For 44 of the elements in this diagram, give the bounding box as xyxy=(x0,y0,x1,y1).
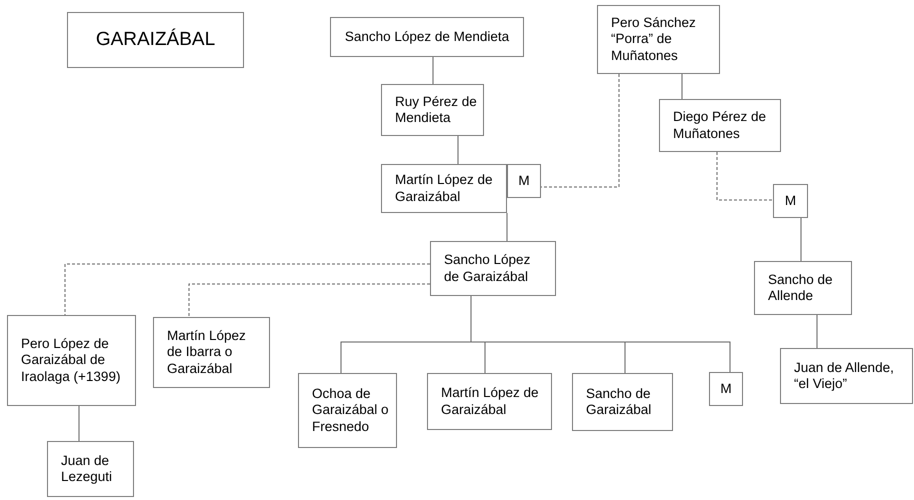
title-box xyxy=(67,12,244,68)
person-box xyxy=(572,373,673,431)
connector-line xyxy=(64,264,430,316)
person-box xyxy=(298,373,397,448)
person-name: Sancho López de Garaizábal xyxy=(444,252,532,285)
person-box xyxy=(597,5,720,74)
person-name: M xyxy=(720,380,732,398)
connector-line xyxy=(188,284,430,318)
person-box xyxy=(47,441,134,497)
person-box xyxy=(381,164,507,213)
person-name: Ochoa de Garaizábal o Fresnedo xyxy=(312,386,390,435)
person-name: M xyxy=(784,192,796,210)
person-name: Martín López de Garaizábal xyxy=(395,172,494,205)
connector-line xyxy=(432,56,434,84)
connector-line xyxy=(78,406,80,442)
person-name: Pero Sánchez “Porra” de Muñatones xyxy=(611,15,697,64)
person-name: Juan de Lezeguti xyxy=(61,452,114,486)
person-name: Ruy Pérez de Mendieta xyxy=(395,94,477,126)
marriage-box xyxy=(773,184,808,218)
person-box xyxy=(330,17,524,57)
person-box xyxy=(754,261,852,315)
connector-line xyxy=(506,212,508,242)
person-name: Sancho de Allende xyxy=(768,272,834,304)
person-name: Pero López de Garaizábal de Iraolaga (+1399) xyxy=(21,336,122,385)
person-name: M xyxy=(518,172,530,190)
title-text: GARAIZÁBAL xyxy=(96,28,216,52)
person-box xyxy=(7,315,136,406)
person-name: Diego Pérez de Muñatones xyxy=(673,109,768,142)
connector-line xyxy=(800,218,802,262)
person-name: Sancho López de Mendieta xyxy=(344,28,510,46)
person-box xyxy=(659,99,781,152)
person-name: Juan de Allende, “el Viejo” xyxy=(794,360,895,392)
person-name: Martín López de Ibarra o Garaizábal xyxy=(167,328,247,377)
connector-line xyxy=(716,152,774,200)
marriage-box xyxy=(507,164,541,198)
connector-line xyxy=(816,314,818,348)
person-box xyxy=(780,348,913,404)
person-box xyxy=(153,317,270,388)
person-name: Martín López de Garaizábal xyxy=(441,385,540,418)
person-box xyxy=(430,241,556,296)
person-box xyxy=(427,373,552,430)
person-box xyxy=(381,84,484,136)
person-name: Sancho de Garaizábal xyxy=(586,386,652,418)
marriage-box xyxy=(709,372,743,406)
